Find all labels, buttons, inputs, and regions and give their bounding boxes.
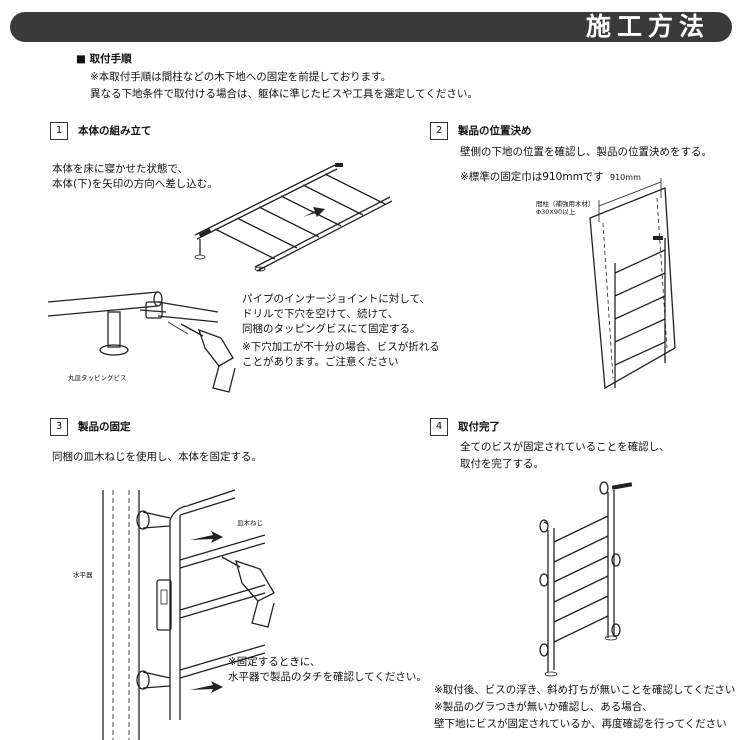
step-3-title: 製品の固定 [78, 421, 131, 433]
step-3-text-1: 同梱の皿木ねじを使用し、本体を固定する。 [52, 451, 262, 463]
step-3-screw-label: 皿木ねじ [237, 519, 263, 527]
step-3-fixing-diagram [102, 489, 266, 740]
step-3-note-2: 水平器で製品のタチを確認してください。 [228, 671, 427, 683]
step-2-stud-label-2: Φ30X90以上 [536, 208, 576, 216]
step-1-text-2: 本体(下)を矢印の方向へ差し込む。 [52, 178, 218, 190]
step-1-text-3: パイプのインナージョイントに対して、 [242, 293, 430, 305]
step-4-text-2: 取付を完了する。 [460, 458, 544, 470]
step-1-text-1: 本体を床に寝かせた状態で、 [52, 163, 189, 175]
step-4-title: 取付完了 [458, 421, 500, 433]
step-1-text-6: ※下穴加工が不十分の場合、ビスが折れる [242, 341, 440, 353]
intro-note-1: ※本取付手順は間柱などの木下地への固定を前提しております。 [90, 71, 392, 83]
step-2-dimension: 910mm [610, 173, 641, 182]
step-4-note-2: ※製品のグラつきが無いか確認し、ある場合、 [434, 701, 653, 713]
step-2-stud-label-1: 間柱（補強用木材） [536, 200, 595, 208]
page-title: 施工方法 [585, 12, 710, 41]
step-1-text-5: 同梱のタッピングビスにて固定する。 [242, 323, 421, 335]
header-bar: 施工方法 [10, 12, 732, 42]
step-3-drill [221, 556, 275, 628]
step-3-note-1: ※固定するときに、 [228, 656, 321, 668]
step-2-text-1: 壁側の下地の位置を確認し、製品の位置決めをする。 [460, 146, 712, 158]
step-3-level-label: 水平器 [73, 571, 93, 579]
step-1-screw-label: 丸皿タッピングビス [68, 374, 127, 382]
step-1-joint-detail [47, 291, 219, 356]
step-2-text-2: ※標準の固定巾は910mmです [460, 171, 604, 183]
step-4-text-1: 全てのビスが固定されていることを確認し、 [460, 441, 670, 453]
procedure-heading: ■ 取付手順 [76, 53, 132, 65]
step-1-title: 本体の組み立て [78, 125, 152, 137]
step-1-ladder-diagram [194, 163, 393, 272]
step-1-number: 1 [50, 122, 68, 140]
step-4-number: 4 [430, 418, 448, 436]
step-2-wall-diagram [589, 178, 676, 390]
intro-note-2: 異なる下地条件で取付ける場合は、躯体に準じたビスや工具を選定してください。 [90, 88, 478, 100]
step-4-note-3: 壁下地にビスが固定されているか、再度確認を行ってください [434, 718, 727, 730]
step-4-complete-ladder [539, 481, 633, 677]
step-1-text-7: ことがあります。ご注意ください [242, 356, 399, 368]
step-3-number: 3 [50, 418, 68, 436]
step-1-text-4: ドリルで下穴を空けて、続けて、 [242, 308, 399, 320]
step-2-title: 製品の位置決め [458, 125, 532, 137]
step-4-note-1: ※取付後、ビスの浮き、斜め打ちが無いことを確認してください [434, 684, 736, 696]
step-1-drill [180, 323, 236, 393]
step-2-number: 2 [430, 122, 448, 140]
